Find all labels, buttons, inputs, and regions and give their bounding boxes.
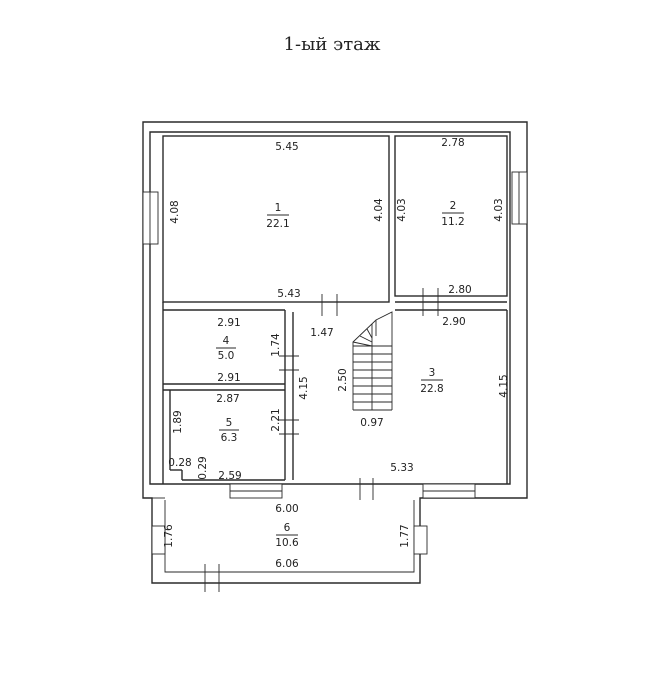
room-4-number: 4: [223, 335, 230, 347]
room-1-area: 22.1: [266, 218, 289, 230]
staircase: [352, 311, 393, 411]
dim-room5-notch-width: 0.28: [168, 457, 191, 469]
room-5: 2.87 1.89 2.21 0.28 0.29 2.59 5 6.3: [168, 393, 282, 482]
dim-room6-bottom: 6.06: [275, 558, 299, 570]
room-6-area: 10.6: [275, 537, 299, 549]
room-5-number: 5: [226, 417, 233, 429]
room-5-area: 6.3: [221, 432, 238, 444]
dim-room2-top: 2.78: [441, 137, 464, 149]
dim-stair-length: 2.50: [337, 368, 349, 391]
outer-walls: [142, 121, 528, 584]
dim-room3-top: 2.90: [442, 316, 465, 328]
room-2: 2.78 4.03 4.03 2.80 2 11.2: [396, 137, 505, 296]
room-3: 2.90 1.47 2.50 4.15 4.15 0.97 5.33 3 22.…: [298, 316, 510, 474]
dim-room6-top: 6.00: [275, 503, 298, 515]
dim-room2-left: 4.03: [396, 198, 408, 221]
room-6: 6.00 1.76 1.77 6.06 6 10.6: [163, 503, 411, 570]
dim-room6-right: 1.77: [399, 524, 411, 547]
dim-room1-top: 5.45: [275, 141, 298, 153]
door-marks: [204, 288, 439, 592]
dim-room3-left: 4.15: [298, 376, 310, 399]
dim-room3-right: 4.15: [498, 374, 510, 397]
dim-room3-bottom: 5.33: [390, 462, 413, 474]
dim-room4-top: 2.91: [217, 317, 240, 329]
dim-room1-left: 4.08: [169, 200, 181, 223]
dim-room1-bottom: 5.43: [277, 288, 300, 300]
room-2-number: 2: [450, 200, 457, 212]
dim-room5-left: 1.89: [172, 410, 184, 433]
dim-room5-right: 2.21: [270, 408, 282, 431]
dim-room5-bottom: 2.59: [218, 470, 241, 482]
dim-room2-bottom: 2.80: [448, 284, 471, 296]
room-2-area: 11.2: [441, 216, 464, 228]
dim-room6-left: 1.76: [163, 524, 175, 548]
windows: [142, 171, 528, 555]
room-3-number: 3: [429, 367, 436, 379]
room-3-area: 22.8: [420, 383, 443, 395]
dim-room1-right: 4.04: [373, 198, 385, 222]
room-1-number: 1: [275, 202, 282, 214]
dim-room4-right: 1.74: [270, 333, 282, 357]
dim-room3-opening: 1.47: [310, 327, 333, 339]
dim-stair-width: 0.97: [360, 417, 383, 429]
room-4-area: 5.0: [218, 350, 235, 362]
room-6-number: 6: [284, 522, 291, 534]
floor-title: 1-ый этаж: [284, 34, 381, 55]
interior-walls: [162, 135, 508, 484]
dim-room4-bottom: 2.91: [217, 372, 240, 384]
dim-room5-top: 2.87: [216, 393, 239, 405]
room-1: 5.45 4.08 4.04 5.43 1 22.1: [169, 141, 385, 300]
dim-room2-right: 4.03: [493, 198, 505, 221]
room-4: 2.91 1.74 2.91 4 5.0: [216, 317, 282, 384]
dim-room5-notch-depth: 0.29: [197, 456, 209, 479]
